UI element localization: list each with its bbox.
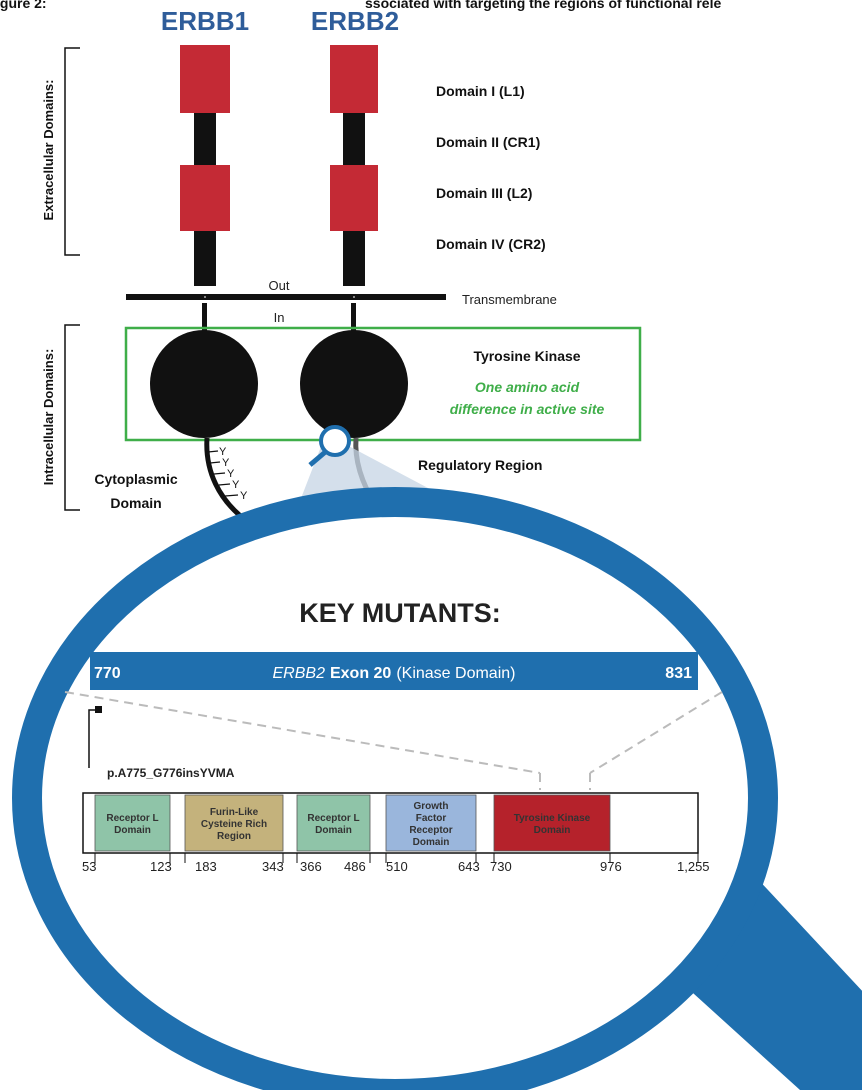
protein-domain-label: Cysteine Rich: [201, 819, 267, 830]
position-label: 486: [344, 859, 366, 874]
zoom-line-left: [64, 691, 541, 774]
extracellular-label: Extracellular Domains:: [41, 80, 56, 221]
erbb1-kinase-connector: [202, 303, 207, 333]
protein-domain-label: Domain: [413, 837, 450, 848]
position-label: 123: [150, 859, 172, 874]
erbb2-domain-ii-stalk: [343, 110, 365, 168]
intracellular-bracket: [64, 324, 80, 511]
tyrosine-y: Y: [232, 479, 240, 491]
protein-domain-label: Factor: [416, 813, 447, 824]
erbb2-extracellular: [330, 45, 378, 286]
erbb1-kinase-domain: [150, 330, 258, 438]
erbb2-kinase-domain: [300, 330, 408, 438]
protein-domain-box: [184, 794, 284, 852]
tyrosine-y: Y: [227, 468, 235, 480]
protein-position-ticks: 53 123 183 343 366 486 510 643 730 976 1,255: [82, 853, 710, 874]
position-label: 183: [195, 859, 217, 874]
protein-domain-box: [296, 794, 371, 852]
protein-domain-label: Receptor: [409, 825, 452, 836]
position-label: 510: [386, 859, 408, 874]
protein-domain-box: [94, 794, 171, 852]
exon-end-label: 831: [665, 665, 692, 682]
out-label: Out: [269, 278, 290, 293]
protein-domain-label: Domain: [315, 825, 352, 836]
active-site-note-line2: difference in active site: [450, 401, 605, 417]
cytoplasmic-label-line1: Cytoplasmic: [94, 471, 177, 487]
position-label: 366: [300, 859, 322, 874]
domain-i-label: Domain I (L1): [436, 83, 525, 99]
protein-domain-box: [493, 794, 611, 852]
exon20-bar: [90, 652, 698, 690]
position-label: 343: [262, 859, 284, 874]
erbb2-domain-iii: [330, 165, 378, 231]
domain-iii-label: Domain III (L2): [436, 185, 532, 201]
mutation-label: p.A775_G776insYVMA: [107, 766, 235, 780]
figure-caption-left: igure 2:: [0, 0, 47, 11]
exon-description: (Kinase Domain): [396, 665, 515, 682]
erbb1-domain-ii-stalk: [194, 110, 216, 168]
in-label: In: [274, 310, 285, 325]
position-label: 730: [490, 859, 512, 874]
erbb1-domain-iii: [180, 165, 230, 231]
small-lens: [319, 425, 351, 457]
erbb1-cytoplasmic-tail: [204, 437, 250, 525]
protein-domain-label: Growth: [414, 801, 449, 812]
tyrosine-y: Y: [219, 446, 227, 458]
intracellular-label: Intracellular Domains:: [41, 349, 56, 486]
mutation-marker: [88, 709, 97, 768]
mutation-marker-head: [95, 706, 102, 713]
protein-domain-box: [385, 794, 477, 852]
position-label: 53: [82, 859, 96, 874]
transmembrane-label: Transmembrane: [462, 292, 557, 307]
erbb1-domain-i: [180, 45, 230, 113]
erbb1-extracellular: [180, 45, 230, 286]
exon-start-label: 770: [94, 665, 121, 682]
tyrosine-y: Y: [222, 457, 230, 469]
protein-domain-label: Receptor L: [106, 813, 158, 824]
erbb2-domain-i: [330, 45, 378, 113]
position-label: 1,255: [677, 859, 710, 874]
tyrosine-residues: Y Y Y Y Y: [207, 446, 248, 502]
tyrosine-y: Y: [240, 490, 248, 502]
erbb2-domain-iv-stalk: [343, 228, 365, 286]
receptor-name-erbb2: ERBB2: [311, 6, 399, 36]
zoom-line-right: [589, 691, 723, 774]
tyrosine-kinase-box: [124, 326, 642, 442]
erbb1-domain-iv-stalk: [194, 228, 216, 286]
erbb2-kinase-connector: [351, 303, 356, 333]
protein-domain-label: Domain: [114, 825, 151, 836]
exon-number: Exon 20: [330, 665, 391, 682]
protein-domain-label: Region: [217, 831, 251, 842]
key-mutants-title: KEY MUTANTS:: [299, 598, 501, 628]
protein-domain-label: Domain: [534, 825, 571, 836]
receptor-name-erbb1: ERBB1: [161, 6, 249, 36]
protein-domain-label: Receptor L: [307, 813, 359, 824]
magnifier-rim: [12, 487, 778, 1090]
figure-caption-fragment: ssociated with targeting the regions of …: [365, 0, 721, 11]
cytoplasmic-label-line2: Domain: [110, 495, 161, 511]
extracellular-bracket: [64, 47, 80, 256]
transmembrane-bar: [126, 294, 446, 300]
tyrosine-kinase-label: Tyrosine Kinase: [473, 348, 580, 364]
position-label: 643: [458, 859, 480, 874]
active-site-note-line1: One amino acid: [475, 379, 580, 395]
position-label: 976: [600, 859, 622, 874]
protein-domain-label: Tyrosine Kinase: [514, 813, 591, 824]
protein-domain-label: Furin-Like: [210, 807, 259, 818]
domain-ii-label: Domain II (CR1): [436, 134, 540, 150]
regulatory-region-label: Regulatory Region: [418, 457, 542, 473]
exon-gene: ERBB2: [273, 665, 326, 682]
domain-iv-label: Domain IV (CR2): [436, 236, 546, 252]
